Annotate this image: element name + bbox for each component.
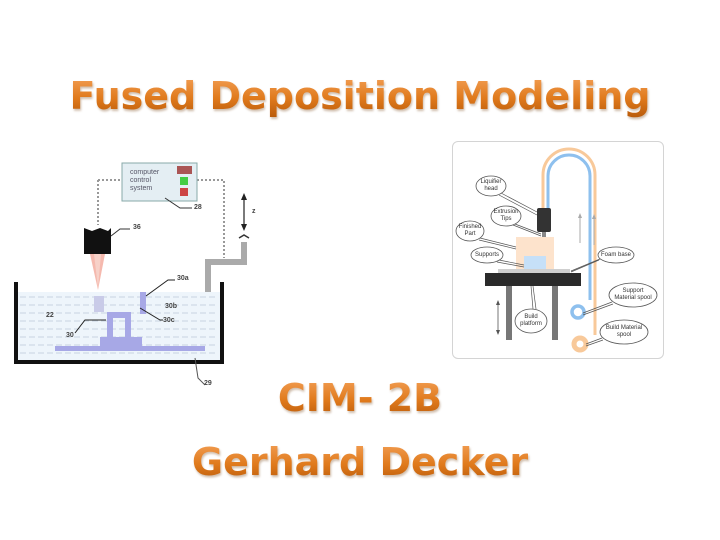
callout-build-spool: Build Material spool [605,325,643,338]
label-36: 36 [133,224,141,231]
label-30a: 30a [177,275,189,282]
callout-support-spool: Support Material spool [614,288,652,301]
label-28: 28 [194,204,202,211]
label-22: 22 [46,312,54,319]
fdm-machine-diagram: Liquifier head Extrusion Tips Finished P… [452,141,664,359]
slide-title: Fused Deposition Modeling [0,74,720,118]
control-box-label: computer control system [130,169,160,192]
label-30c: 30c [163,317,175,324]
label-30b: 30b [165,303,178,310]
callout-foam-base: Foam base [600,252,631,258]
callout-build-platform: Build platform [520,314,542,327]
author-name: Gerhard Decker [0,440,720,484]
label-z: z [252,208,256,215]
callout-liquifier-head: Liquifier head [480,179,502,192]
fdm-patent-diagram: computer control system 28 36 z 30a 30b … [0,155,280,395]
callout-supports: Supports [474,252,499,258]
course-code: CIM- 2B [0,376,720,420]
callout-extrusion-tips: Extrusion Tips [493,209,519,222]
label-29: 29 [204,380,212,387]
label-30: 30 [66,332,74,339]
callout-finished-part: Finished Part [458,224,482,237]
